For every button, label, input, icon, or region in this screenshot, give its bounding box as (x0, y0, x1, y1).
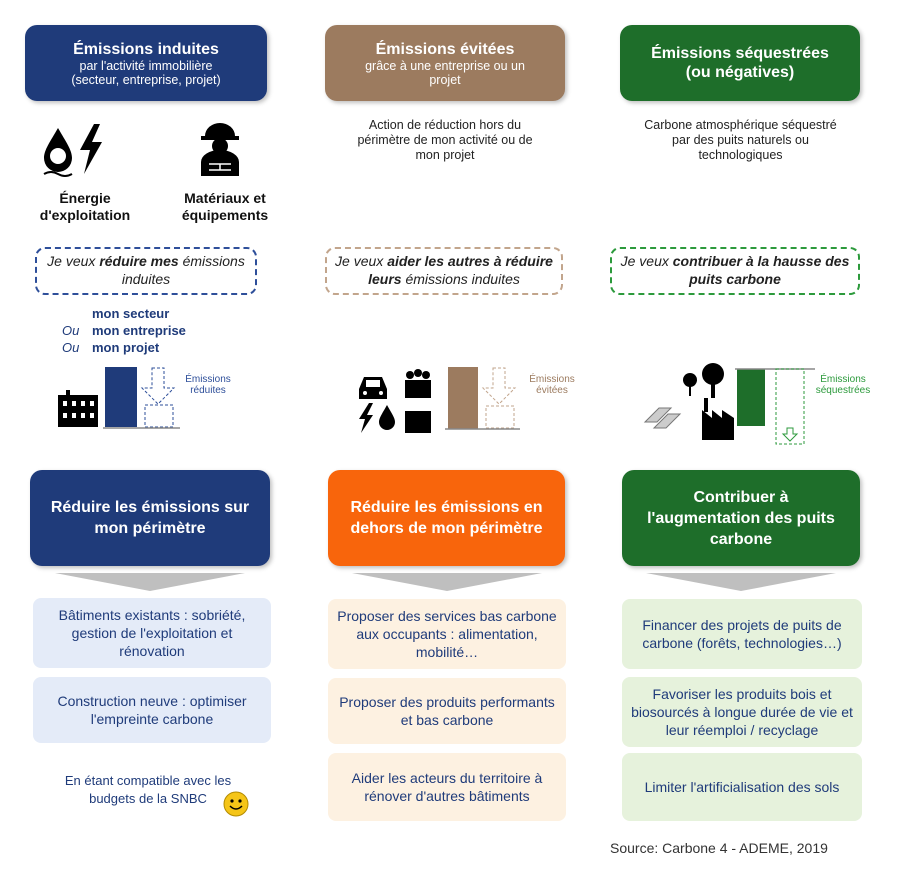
action-carbon-sinks: Contribuer à l'augmentation des puits ca… (622, 470, 860, 566)
measure-box: Bâtiments existants : sobriété, gestion … (33, 598, 271, 668)
action-title: Contribuer à l'augmentation des puits ca… (647, 488, 835, 548)
scope-connector: Ou (62, 323, 80, 338)
action-title: Réduire les émissions sur mon périmètre (50, 499, 250, 537)
header-title: Émissions évitées (375, 40, 515, 58)
bubble-bold: contribuer à la hausse des puits carbone (672, 253, 850, 287)
scope-item: mon entreprise (92, 323, 186, 338)
snbc-note: En étant compatible avec les budgets de … (64, 773, 232, 806)
measure-box: Limiter l'artificialisation des sols (622, 753, 862, 821)
header-subtitle: par l'activité immobilière (secteur, ent… (71, 58, 221, 87)
speech-bubble-reduce: Je veux réduire mes émissions induites (35, 247, 257, 295)
scope-item: mon projet (92, 340, 160, 355)
bubble-text: émissions induites (121, 253, 245, 287)
energy-label: Énergie d'exploitation (39, 190, 131, 223)
emissions-reduction-diagram (58, 367, 180, 429)
bubble-bold: réduire mes (99, 253, 179, 269)
header-avoided-emissions: Émissions évitées grâce à une entreprise… (325, 25, 565, 101)
bubble-text: émissions induites (401, 271, 520, 287)
measure-box: Financer des projets de puits de carbone… (622, 599, 862, 669)
sequestered-emissions-diagram (643, 363, 815, 445)
materials-label: Matériaux et équipements (181, 190, 269, 223)
bubble-text: Je veux (47, 253, 100, 269)
bubble-text: Je veux (620, 253, 673, 269)
down-arrow-icon (646, 573, 836, 591)
avoided-emissions-diagram (359, 367, 520, 433)
measure-box: Favoriser les produits bois et biosourcé… (622, 677, 862, 747)
header-title: Émissions séquestrées (ou négatives) (651, 45, 829, 81)
bubble-text: Je veux (335, 253, 388, 269)
header-sequestered-emissions: Émissions séquestrées (ou négatives) (620, 25, 860, 101)
diagram-label: Émissions évitées (529, 374, 575, 396)
smiley-icon (223, 791, 249, 817)
scope-list: mon secteur Ou mon entreprise Ou mon proje… (62, 305, 186, 356)
header-title: Émissions induites (73, 40, 219, 58)
energy-icon (43, 124, 102, 177)
avoided-description: Action de réduction hors du périmètre de… (357, 118, 533, 162)
action-reduce-outside: Réduire les émissions en dehors de mon p… (328, 470, 565, 566)
measure-box: Construction neuve : optimiser l'emprein… (33, 677, 271, 743)
speech-bubble-help: Je veux aider les autres à réduire leurs… (325, 247, 563, 295)
measure-box: Proposer des produits performants et bas… (328, 678, 566, 744)
speech-bubble-contribute: Je veux contribuer à la hausse des puits… (610, 247, 860, 295)
action-title: Réduire les émissions en dehors de mon p… (350, 499, 543, 537)
header-subtitle: grâce à une entreprise ou un projet (365, 58, 525, 87)
measure-box: Aider les acteurs du territoire à rénove… (328, 753, 566, 821)
scope-item: mon secteur (92, 306, 170, 321)
header-induced-emissions: Émissions induites par l'activité immobi… (25, 25, 267, 101)
diagram-label: Émissions réduites (185, 374, 231, 396)
bubble-bold: aider les autres à réduire leurs (368, 253, 553, 287)
down-arrow-icon (55, 573, 245, 591)
down-arrow-icon (352, 573, 542, 591)
diagram-label: Émissions séquestrées (815, 374, 871, 396)
worker-icon (201, 123, 239, 176)
action-reduce-scope: Réduire les émissions sur mon périmètre (30, 470, 270, 566)
source-credit: Source: Carbone 4 - ADEME, 2019 (610, 840, 828, 856)
sequestered-description: Carbone atmosphérique séquestré par des … (644, 118, 837, 162)
scope-connector: Ou (62, 340, 80, 355)
measure-box: Proposer des services bas carbone aux oc… (328, 599, 566, 669)
